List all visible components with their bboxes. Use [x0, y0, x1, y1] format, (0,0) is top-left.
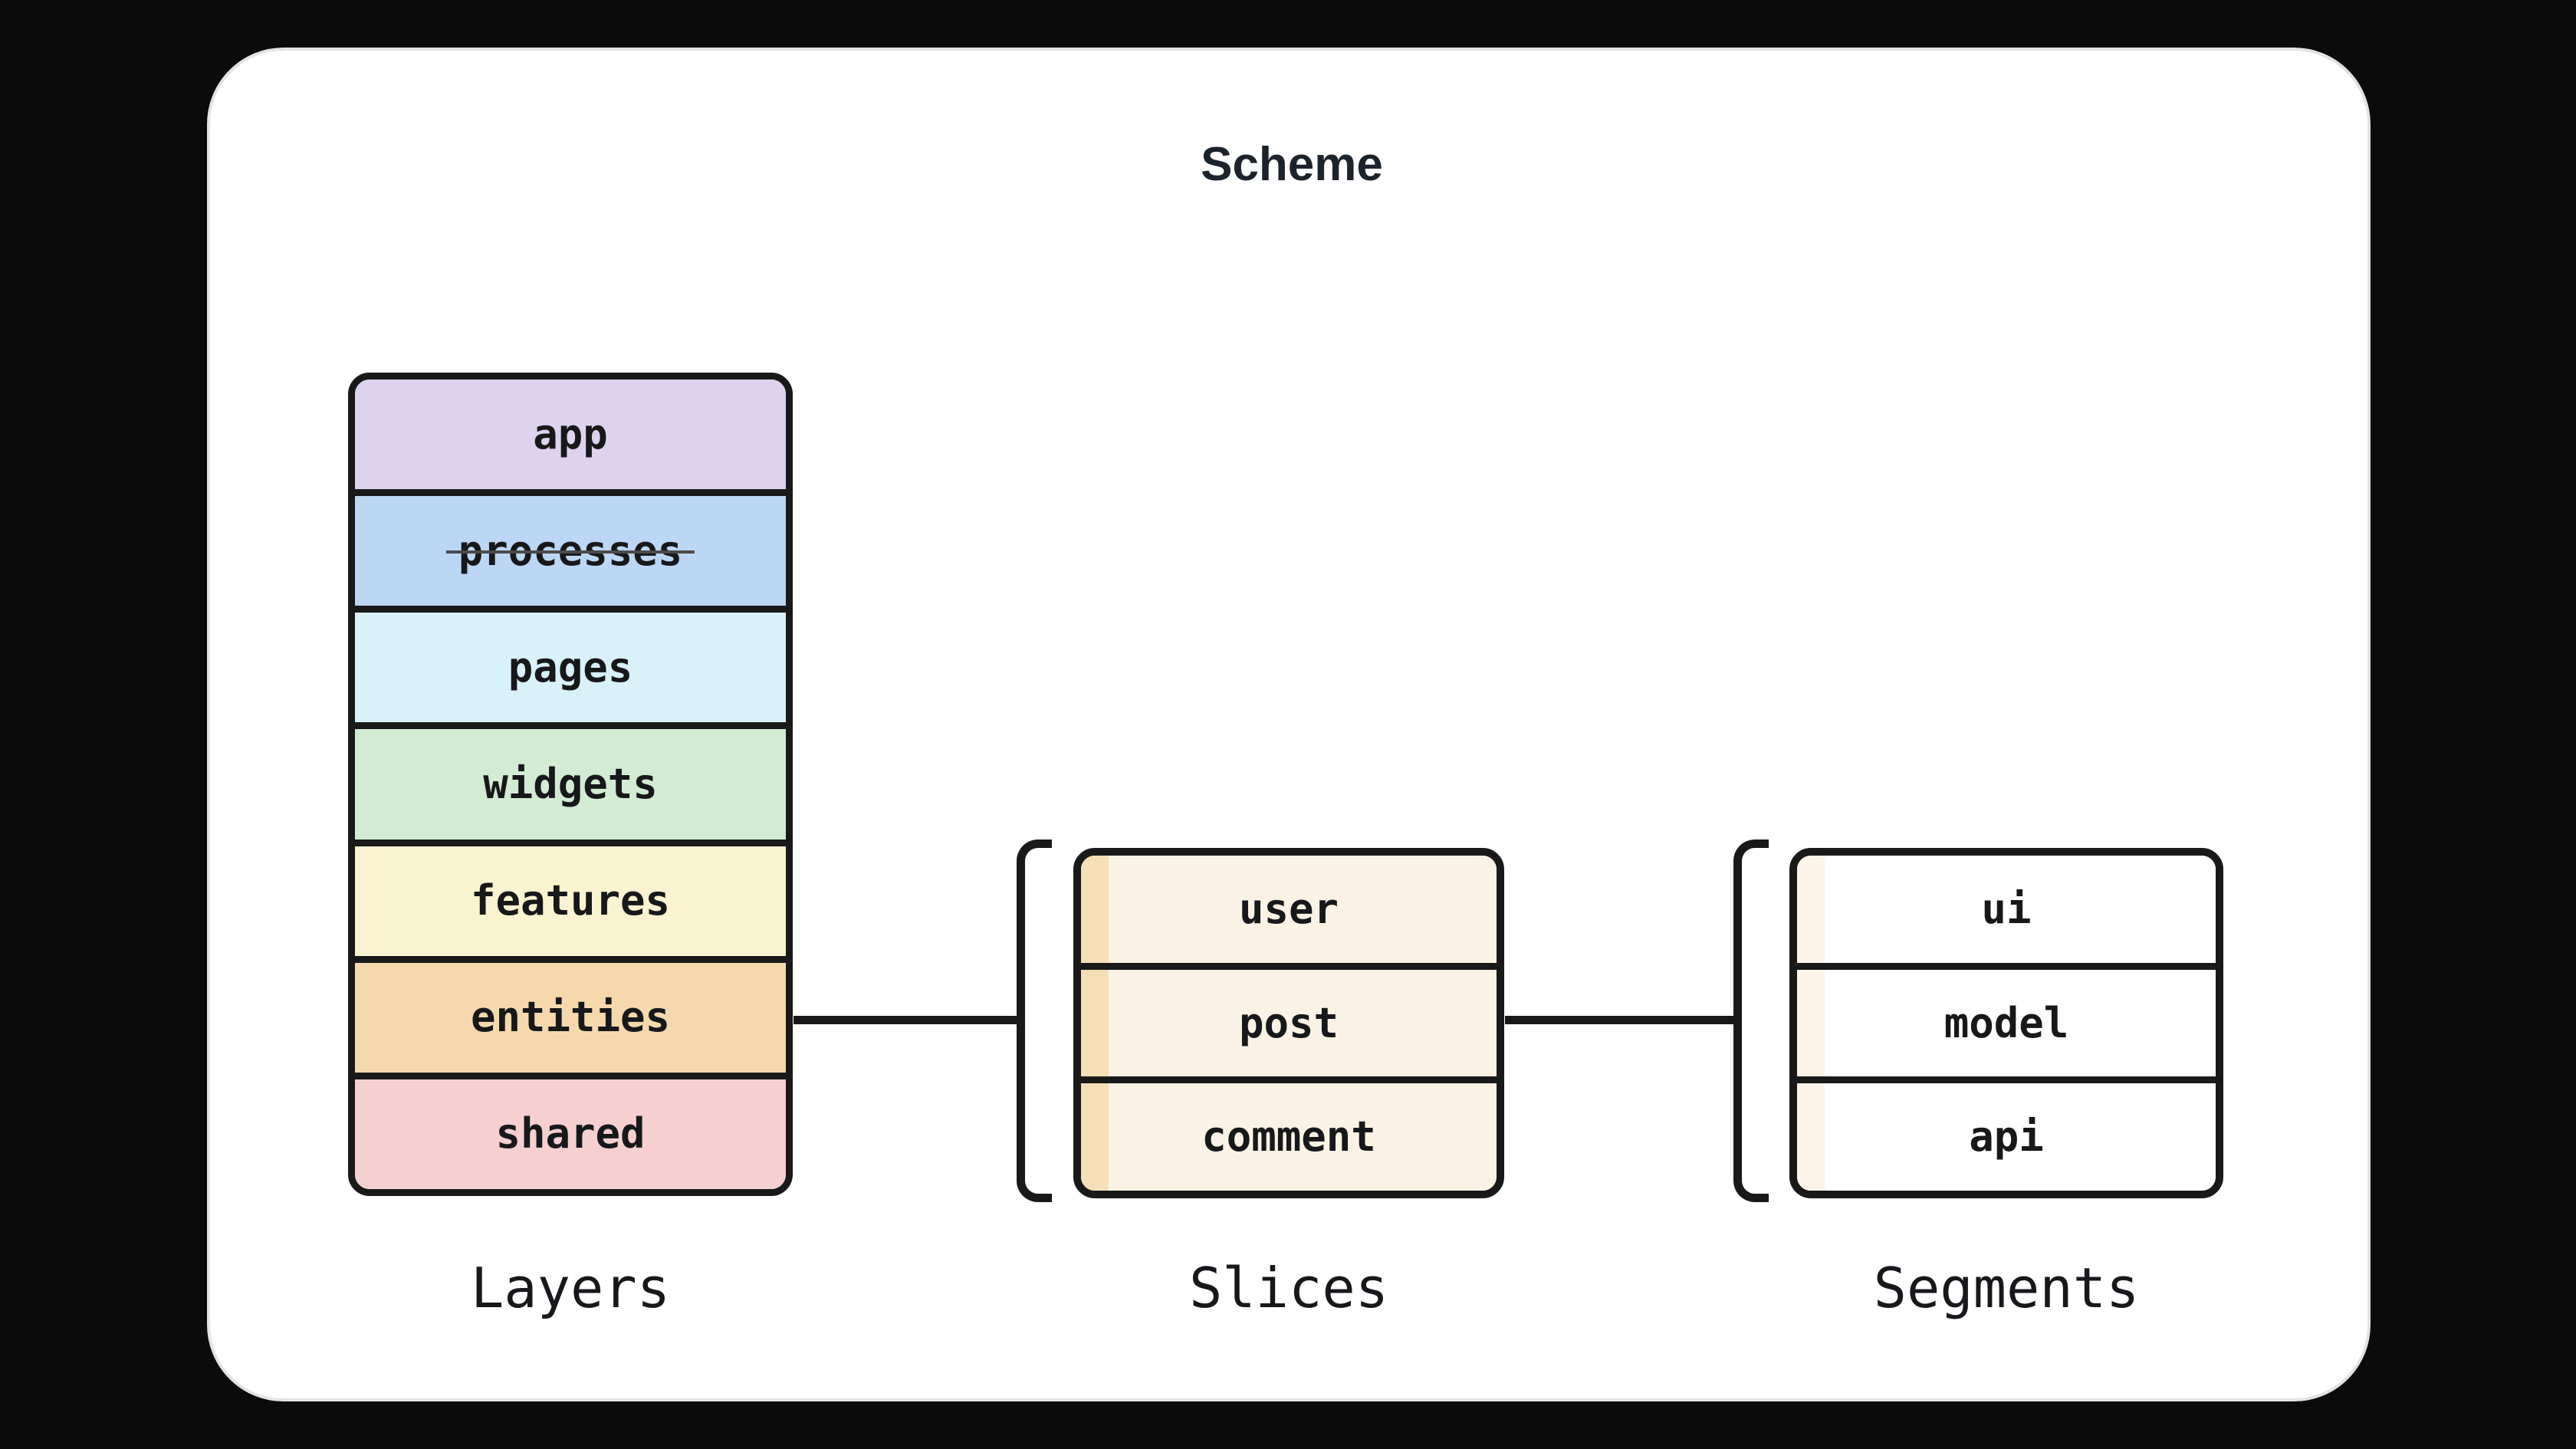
- layer-label-entities: entities: [470, 993, 671, 1042]
- slice-row-post: post: [1081, 962, 1497, 1077]
- segment-label-api: api: [1969, 1112, 2044, 1162]
- figure-title: Scheme: [1201, 138, 1383, 191]
- segment-band: [1797, 969, 1825, 1077]
- layers-column-label: Layers: [470, 1256, 671, 1320]
- slice-label-user: user: [1238, 884, 1339, 933]
- connector-layers-slices: [794, 1016, 1018, 1024]
- segment-row-model: model: [1797, 962, 2216, 1077]
- layers-stack: app processes pages widgets features ent…: [348, 373, 793, 1196]
- slice-band: [1081, 1083, 1109, 1191]
- slice-row-user: user: [1081, 856, 1497, 963]
- segment-band: [1797, 1083, 1825, 1191]
- layer-label-widgets: widgets: [483, 759, 658, 808]
- slice-row-comment: comment: [1081, 1076, 1497, 1191]
- slices-stack: user post comment: [1073, 848, 1504, 1198]
- segment-row-ui: ui: [1797, 856, 2216, 963]
- layer-row-pages: pages: [355, 606, 786, 723]
- segment-label-model: model: [1944, 998, 2069, 1047]
- segment-label-ui: ui: [1981, 884, 2032, 933]
- layer-row-entities: entities: [355, 955, 786, 1073]
- layer-label-features: features: [470, 876, 671, 925]
- slice-band: [1081, 969, 1109, 1077]
- slices-column-label: Slices: [1188, 1256, 1389, 1320]
- segment-row-api: api: [1797, 1076, 2216, 1191]
- layer-row-widgets: widgets: [355, 722, 786, 840]
- slices-bracket-icon: [1017, 840, 1052, 1202]
- layer-label-processes: processes: [445, 526, 695, 575]
- layer-label-pages: pages: [508, 642, 633, 692]
- layer-label-shared: shared: [495, 1109, 646, 1158]
- scheme-card: Scheme app processes pages widgets featu…: [207, 48, 2371, 1401]
- layer-label-app: app: [533, 409, 608, 458]
- slice-label-post: post: [1238, 998, 1339, 1047]
- segments-stack: ui model api: [1789, 848, 2223, 1198]
- layer-row-processes: processes: [355, 489, 786, 606]
- segment-band: [1797, 856, 1825, 963]
- connector-slices-segments: [1505, 1016, 1735, 1024]
- layer-row-app: app: [355, 380, 786, 490]
- layer-row-features: features: [355, 839, 786, 956]
- slice-label-comment: comment: [1201, 1112, 1376, 1162]
- layer-row-shared: shared: [355, 1072, 786, 1189]
- segments-bracket-icon: [1733, 840, 1769, 1202]
- slice-band: [1081, 856, 1109, 963]
- segments-column-label: Segments: [1873, 1256, 2140, 1320]
